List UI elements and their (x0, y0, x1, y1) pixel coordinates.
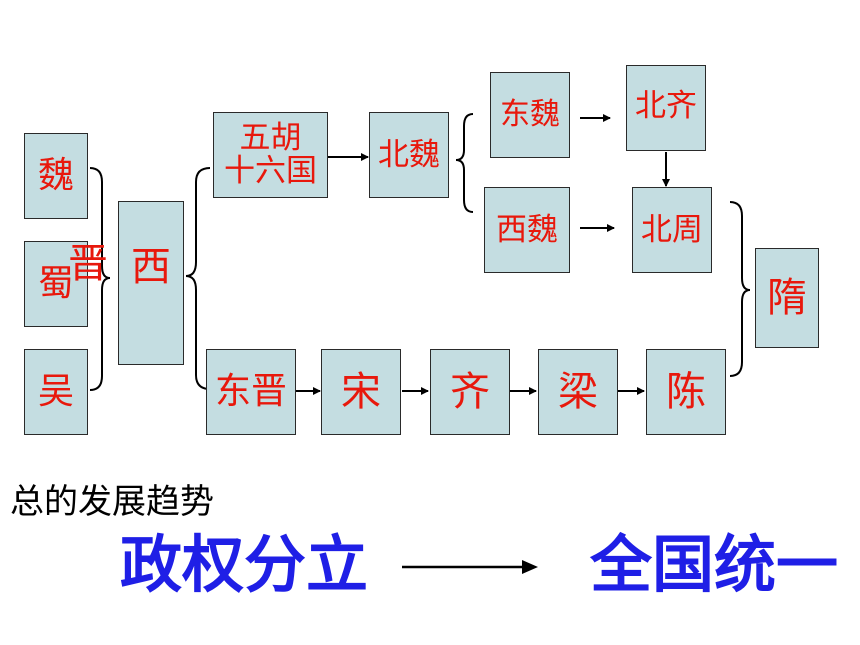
node-qi: 齐 (430, 349, 510, 435)
brace-three-kingdoms (89, 167, 111, 391)
node-dongjin: 东晋 (206, 349, 296, 435)
node-song: 宋 (321, 349, 401, 435)
trend-label: 总的发展趋势 (10, 482, 214, 522)
brace-merge-sui (729, 201, 751, 377)
node-wuhu: 五胡 十六国 (213, 112, 328, 198)
trend-to: 全国统一 (590, 528, 839, 601)
brace-split-beiwei (455, 113, 474, 213)
node-xiwei: 西魏 (484, 187, 570, 273)
node-wuhu-line2: 十六国 (224, 153, 317, 189)
node-chen: 陈 (646, 349, 726, 435)
node-sui: 隋 (755, 248, 819, 348)
node-xi: 西 (118, 201, 184, 365)
node-wei: 魏 (24, 133, 88, 219)
node-liang: 梁 (538, 349, 618, 435)
node-beizhou: 北周 (632, 187, 712, 273)
node-shu: 蜀 (24, 241, 88, 327)
trend-arrow (402, 560, 538, 574)
trend-from: 政权分立 (120, 528, 369, 601)
brace-split-xijin (185, 167, 211, 390)
node-beiqi: 北齐 (626, 65, 706, 151)
node-wuhu-line1: 五胡 (239, 120, 302, 157)
node-jin: 晋 (68, 241, 108, 287)
node-wu: 吴 (24, 349, 88, 435)
node-beiwei: 北魏 (369, 112, 449, 198)
node-dongwei: 东魏 (490, 72, 570, 158)
